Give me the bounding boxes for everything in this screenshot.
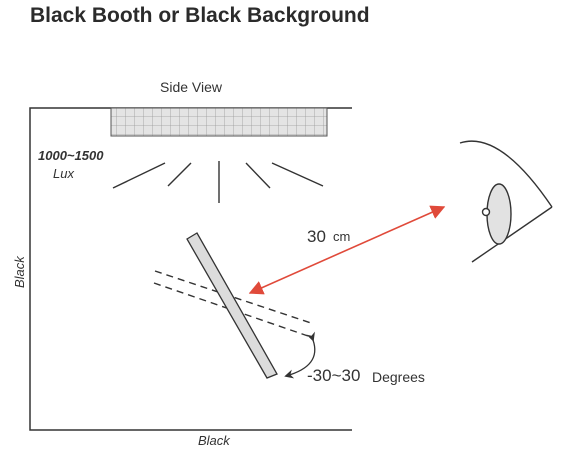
lux-unit-label: Lux (53, 166, 74, 181)
page-title: Black Booth or Black Background (30, 4, 370, 27)
distance-value: 30 (307, 227, 326, 246)
side-view-label: Side View (160, 79, 223, 95)
lamp (110, 107, 328, 137)
distance-arrow (248, 205, 446, 295)
angle-value: -30~30 (307, 366, 360, 385)
light-rays (112, 161, 324, 203)
bottom-wall-label: Black (198, 433, 231, 448)
distance-unit: cm (333, 229, 350, 244)
lux-range-label: 1000~1500 (38, 148, 104, 163)
eye-icon (459, 140, 553, 263)
angle-unit: Degrees (372, 369, 425, 385)
sample-panel (186, 232, 278, 379)
left-wall-label: Black (12, 255, 27, 288)
angle-arc (284, 331, 316, 379)
tilted-panel-outline (153, 270, 312, 337)
